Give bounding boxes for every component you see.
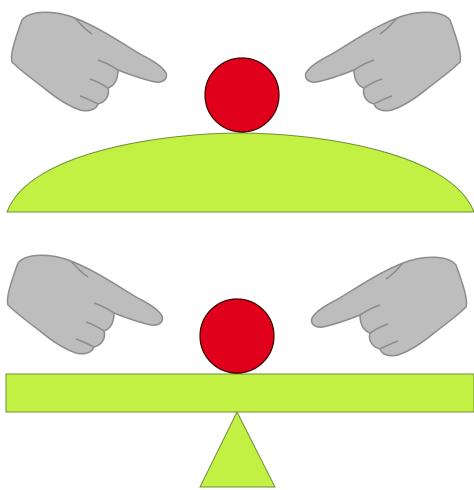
pointing-hand-right-icon (7, 255, 162, 354)
ball-icon (200, 299, 274, 373)
scene-top (7, 12, 474, 212)
scene-bottom (6, 255, 474, 487)
ball-icon (205, 58, 279, 132)
pointing-hand-right-icon (11, 12, 166, 111)
dome-surface (7, 133, 474, 212)
fulcrum-triangle (200, 412, 275, 487)
pointing-hand-left-icon (306, 12, 461, 111)
pointing-hand-left-icon (312, 257, 467, 356)
balance-beam (6, 374, 474, 412)
